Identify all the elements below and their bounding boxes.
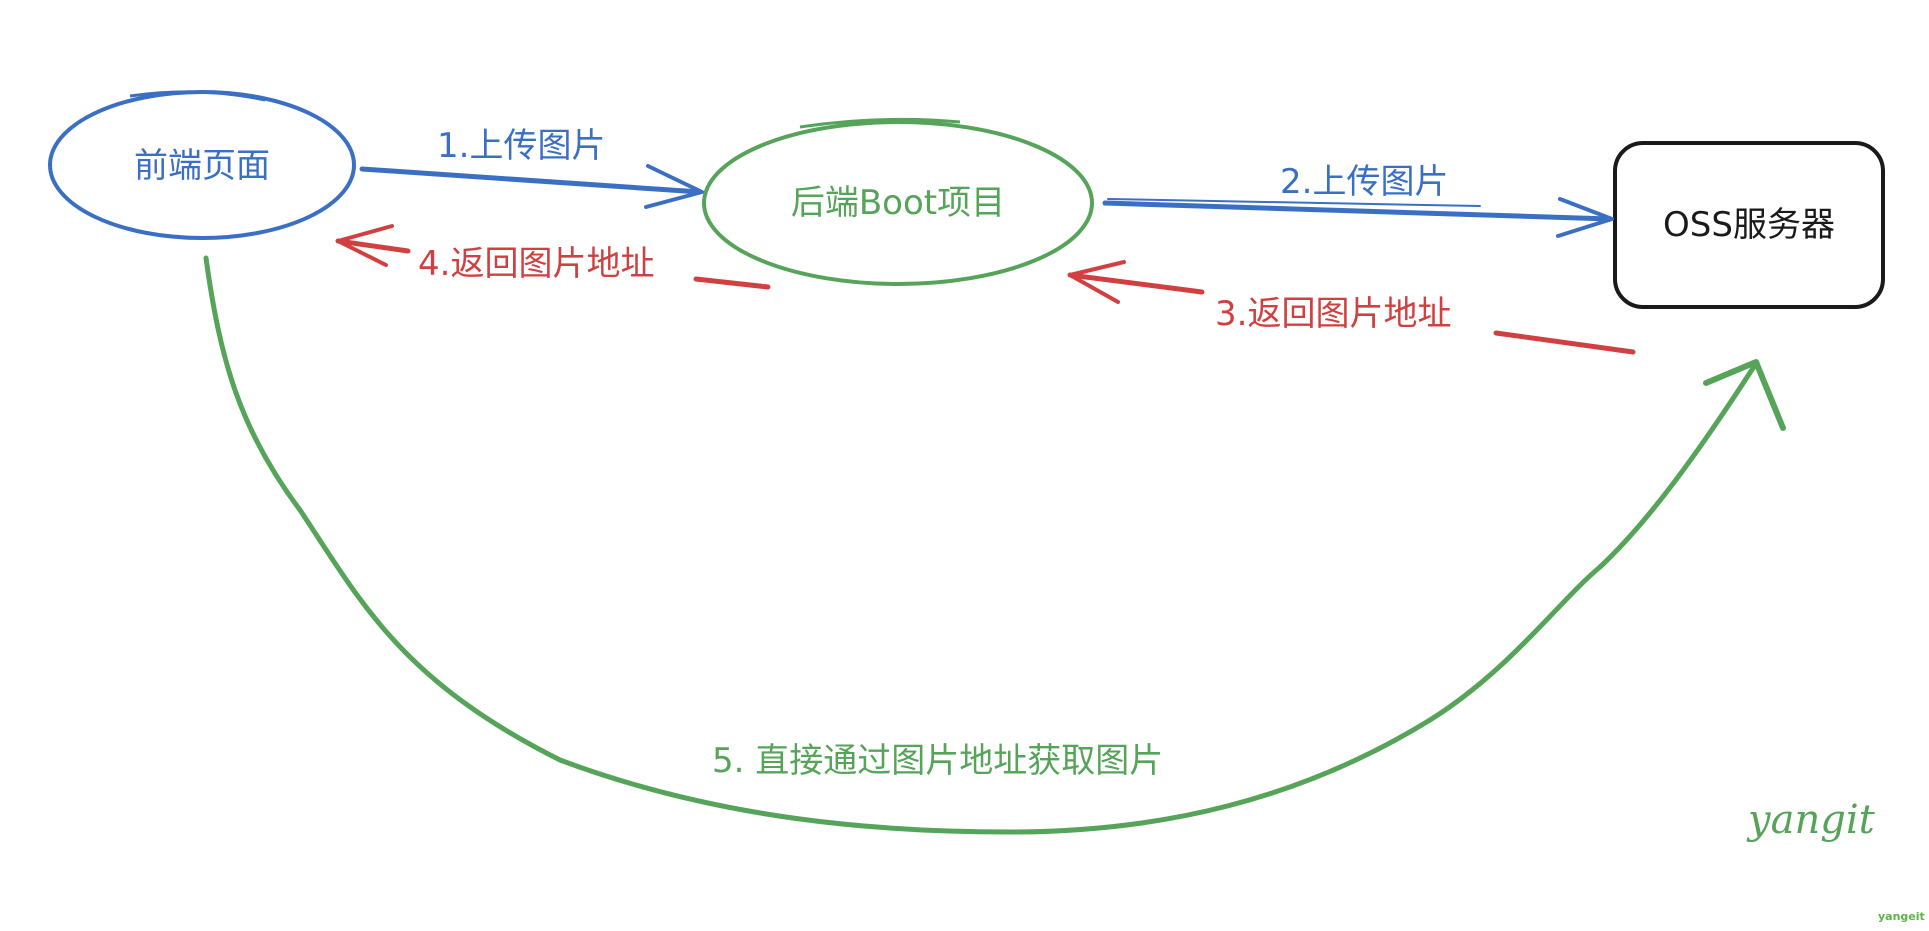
backend-ellipse (702, 120, 1094, 286)
node-frontend: 前端页面 (48, 90, 356, 240)
signature-large: yangit (1746, 797, 1876, 843)
edge-step1: 1.上传图片 (359, 126, 704, 209)
edge-step1-line (359, 166, 703, 195)
edge-step3-arrowhead (1068, 260, 1126, 304)
edge-step3-line-near (1067, 272, 1205, 295)
edge-step2-label: 2.上传图片 (1280, 162, 1448, 202)
frontend-ellipse-overstroke (129, 90, 266, 102)
node-backend: 后端Boot项目 (702, 117, 1094, 286)
edge-step4-line-near (335, 238, 411, 254)
edge-step4-line-far (693, 276, 771, 290)
oss-label: OSS服务器 (1663, 205, 1835, 245)
edge-step2: 2.上传图片 (1102, 162, 1614, 238)
edge-step4-arrowhead (336, 224, 394, 267)
edge-step5: 5. 直接通过图片地址获取图片 (203, 255, 1786, 835)
edge-step3-label: 3.返回图片地址 (1215, 294, 1451, 334)
edge-step2-arrowhead (1556, 197, 1614, 238)
signature-small: yangeit (1878, 910, 1925, 923)
node-oss: OSS服务器 (1613, 141, 1885, 309)
edge-step2-line (1102, 200, 1613, 222)
edge-step2-line-overstroke (1107, 198, 1481, 207)
edge-step1-label: 1.上传图片 (437, 126, 605, 166)
edge-step3: 3.返回图片地址 (1067, 260, 1636, 355)
edge-step4: 4.返回图片地址 (335, 224, 771, 290)
edge-step5-curve (203, 255, 1758, 835)
edge-step3-line-far (1493, 330, 1636, 355)
edge-step1-arrowhead (644, 164, 704, 209)
backend-ellipse-overstroke (799, 117, 961, 129)
frontend-label: 前端页面 (134, 146, 270, 186)
oss-box (1613, 141, 1885, 309)
edge-step4-label: 4.返回图片地址 (418, 244, 654, 284)
edge-step5-label: 5. 直接通过图片地址获取图片 (712, 741, 1163, 781)
edge-step5-arrowhead (1703, 359, 1786, 431)
backend-label: 后端Boot项目 (791, 183, 1005, 223)
